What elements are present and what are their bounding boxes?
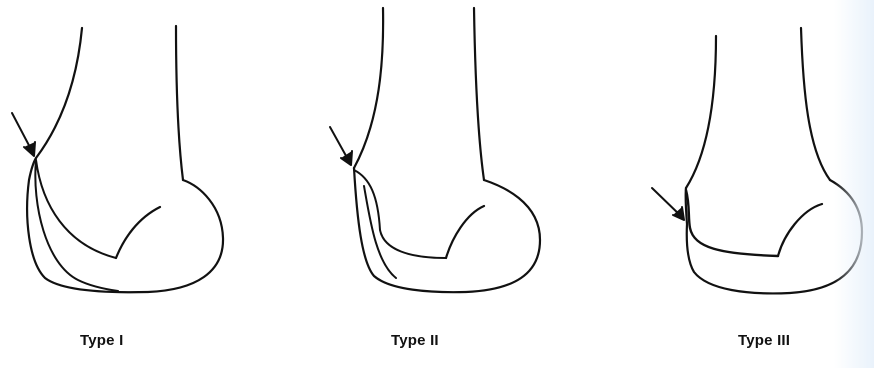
panel-type-1 <box>12 26 223 292</box>
arrow-icon <box>12 113 35 156</box>
scan-edge-tint <box>834 0 874 368</box>
bone-outline <box>27 26 223 292</box>
panel-type-3 <box>652 28 862 293</box>
caption-type-3: Type III <box>738 332 790 349</box>
caption-type-2: Type II <box>391 332 439 349</box>
panel-type-2 <box>330 8 540 292</box>
cartilage-flap <box>35 160 118 291</box>
arrow-icon <box>330 127 352 165</box>
cartilage-defect <box>686 190 778 256</box>
bone-outline <box>354 8 540 292</box>
arrow-icon <box>652 188 684 220</box>
caption-type-1: Type I <box>80 332 123 349</box>
